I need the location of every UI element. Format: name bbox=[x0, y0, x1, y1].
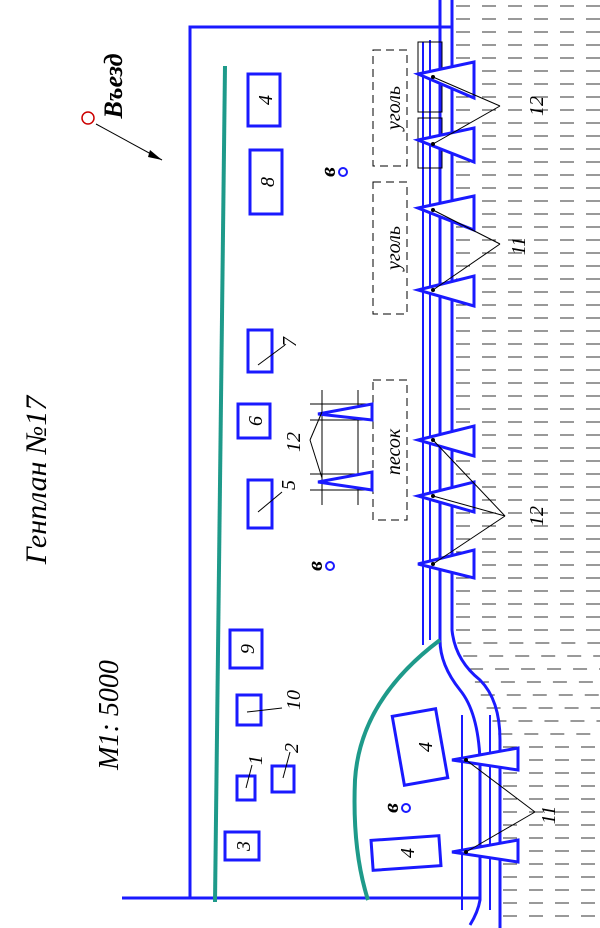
label-1: 1 bbox=[245, 755, 267, 765]
quay-crane bbox=[417, 548, 476, 580]
water-area bbox=[456, 5, 600, 917]
label-4-top: 4 bbox=[255, 95, 277, 105]
label-8: 8 bbox=[257, 177, 279, 187]
leader-11-top bbox=[432, 209, 501, 291]
leader-11-bottom bbox=[465, 759, 536, 853]
building-10 bbox=[235, 693, 263, 727]
label-5: 5 bbox=[278, 480, 300, 490]
label-9: 9 bbox=[237, 644, 259, 654]
plan-scale: М1: 5000 bbox=[94, 660, 125, 771]
water-source: в bbox=[378, 803, 411, 813]
leader-12-top bbox=[432, 76, 501, 145]
green-curve bbox=[352, 638, 442, 901]
building-5 bbox=[246, 478, 274, 530]
leader-12-yard-2 bbox=[309, 439, 323, 479]
building-3 bbox=[223, 830, 261, 862]
label-12-yard: 12 bbox=[283, 432, 305, 452]
label-4-middle: 4 bbox=[415, 742, 437, 752]
water-source: в bbox=[302, 561, 335, 571]
building-4-middle bbox=[390, 706, 450, 788]
leader-10 bbox=[246, 707, 283, 713]
coal-label-2: уголь bbox=[383, 226, 405, 272]
plan-title: Генплан №17 bbox=[20, 394, 53, 565]
label-4-bottom: 4 bbox=[397, 848, 419, 858]
yard-crane bbox=[317, 470, 374, 492]
label-12-middle: 12 bbox=[526, 506, 548, 526]
label-11-bottom: 11 bbox=[538, 806, 560, 825]
coal-label-1: уголь bbox=[383, 86, 405, 132]
building-4-top bbox=[246, 72, 282, 128]
entrance-marker bbox=[81, 111, 95, 125]
building-6 bbox=[236, 402, 272, 440]
leader-5 bbox=[257, 491, 283, 513]
label-3: 3 bbox=[233, 841, 255, 852]
label-6: 6 bbox=[245, 416, 267, 426]
yard-crane bbox=[317, 402, 374, 422]
entrance-label: Въезд bbox=[99, 53, 128, 119]
leader-1 bbox=[245, 764, 253, 789]
leader-2 bbox=[282, 751, 291, 779]
svg-text:в: в bbox=[302, 561, 327, 571]
quay-crane bbox=[413, 41, 476, 113]
territory-boundary bbox=[188, 25, 452, 898]
label-2: 2 bbox=[281, 743, 303, 753]
quay-crane bbox=[412, 480, 476, 514]
quay-crane bbox=[412, 424, 476, 458]
building-2 bbox=[270, 764, 296, 794]
label-7: 7 bbox=[279, 336, 301, 347]
sand-storage bbox=[372, 379, 408, 521]
leader-7 bbox=[257, 344, 286, 366]
quay-crane bbox=[412, 117, 476, 169]
coal-storage-1 bbox=[372, 49, 408, 167]
quay-crane bbox=[412, 274, 476, 308]
building-4-bottom bbox=[369, 834, 443, 872]
label-12-top: 12 bbox=[526, 96, 548, 116]
leader-12-middle bbox=[432, 439, 506, 565]
svg-text:в: в bbox=[378, 803, 403, 813]
quay-line-inner bbox=[438, 0, 482, 926]
sand-label: песок bbox=[383, 428, 405, 475]
label-10: 10 bbox=[283, 690, 305, 710]
building-9 bbox=[228, 628, 264, 670]
green-belt bbox=[213, 65, 227, 903]
building-7 bbox=[246, 328, 274, 374]
coal-storage-2 bbox=[372, 181, 408, 315]
quay-crane bbox=[412, 194, 476, 233]
svg-text:в: в bbox=[315, 167, 340, 177]
water-source: в bbox=[315, 167, 348, 177]
building-1 bbox=[235, 774, 257, 802]
quay-line bbox=[450, 0, 502, 928]
label-11-top: 11 bbox=[508, 237, 530, 256]
leader-12-yard bbox=[309, 411, 323, 441]
building-8 bbox=[248, 148, 284, 216]
entrance-arrowhead bbox=[148, 150, 162, 160]
